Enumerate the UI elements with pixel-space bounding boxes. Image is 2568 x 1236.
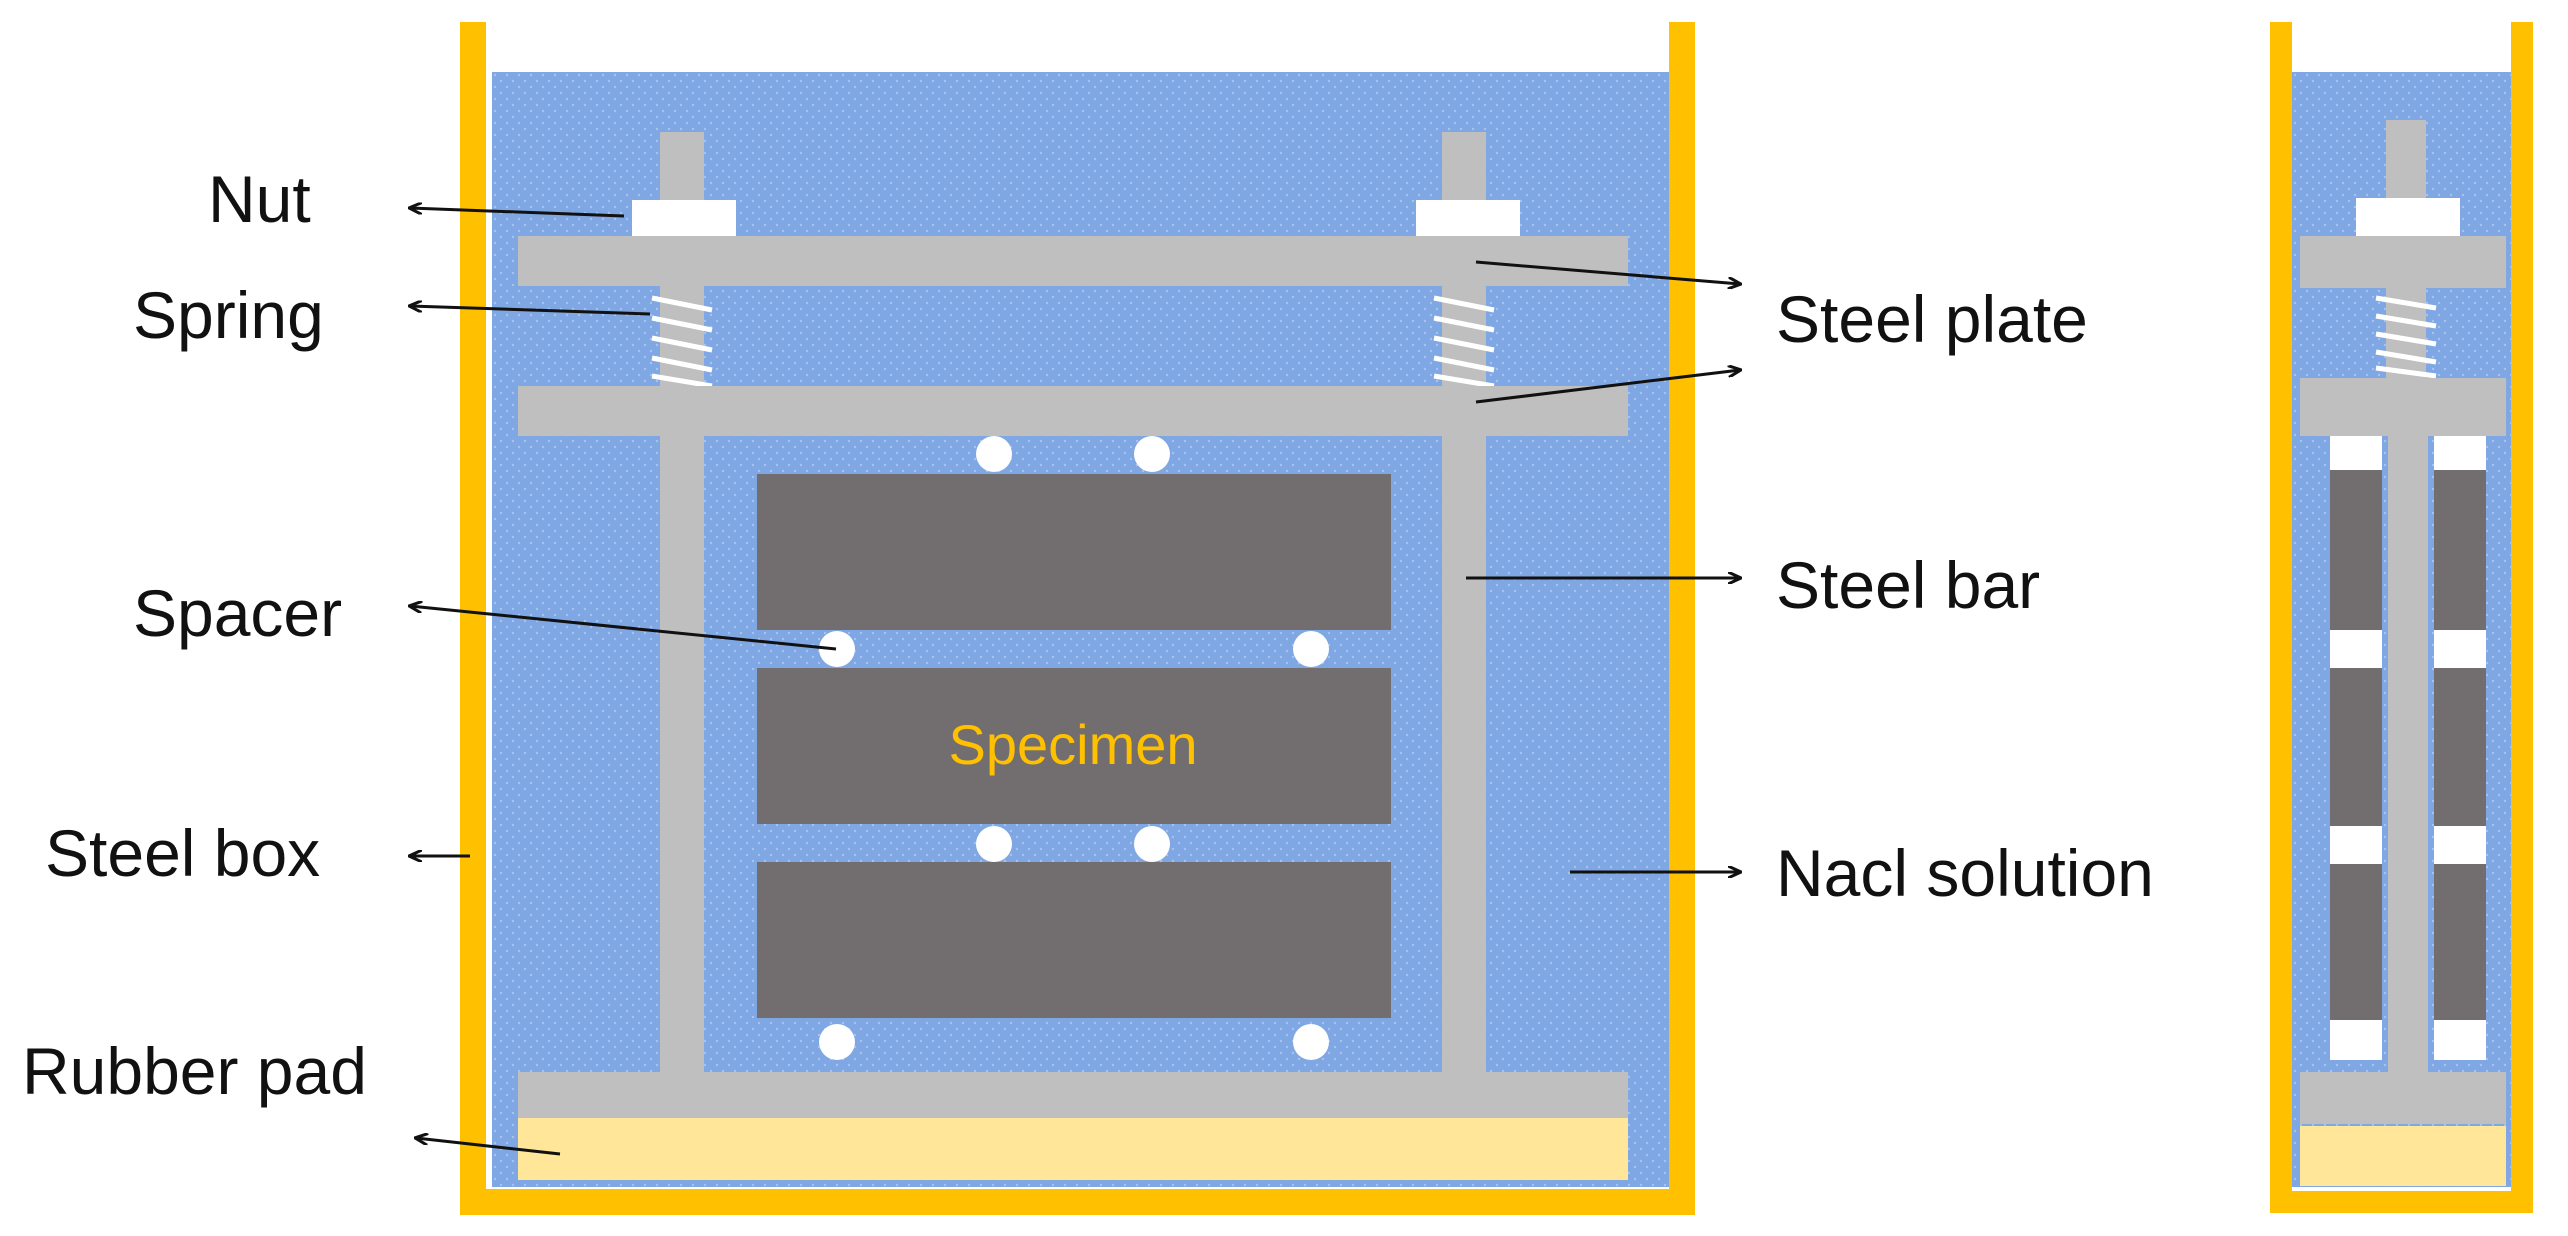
steel-plate-top (518, 236, 1628, 286)
spring-left (651, 295, 713, 389)
steel-bar-left (660, 436, 704, 1072)
side-view (2270, 22, 2533, 1213)
rubber-pad-side (2300, 1126, 2506, 1186)
spacer (1134, 826, 1170, 862)
nut-side (2356, 198, 2460, 236)
label-rubber-pad: Rubber pad (22, 1034, 367, 1108)
label-nacl-solution: Nacl solution (1776, 836, 2154, 910)
steel-bar-side (2388, 436, 2428, 1106)
steel-plate-middle-side (2300, 378, 2506, 436)
spacer (1293, 631, 1329, 667)
steel-bar-right (1442, 436, 1486, 1072)
specimen-label: Specimen (948, 713, 1197, 776)
steel-box-side (2270, 22, 2533, 1213)
rubber-pad (518, 1118, 1628, 1180)
front-view: Specimen (460, 22, 1695, 1215)
label-steel-box: Steel box (45, 816, 320, 890)
spring-right (1433, 295, 1495, 389)
specimen-bottom (757, 862, 1391, 1018)
spacer (1134, 436, 1170, 472)
label-spacer: Spacer (133, 576, 342, 650)
steel-plate-bottom-side (2300, 1072, 2506, 1124)
spacer (819, 1024, 855, 1060)
label-steel-bar: Steel bar (1776, 548, 2040, 622)
nut-left (632, 200, 736, 236)
steel-plate-top-side (2300, 236, 2506, 288)
label-nut: Nut (208, 162, 311, 236)
spacer (976, 436, 1012, 472)
nut-right (1416, 200, 1520, 236)
specimen-top (757, 474, 1391, 630)
label-spring: Spring (133, 278, 324, 352)
spacer (976, 826, 1012, 862)
spring-side (2375, 295, 2437, 379)
specimen-middle (757, 668, 1391, 824)
label-steel-plate: Steel plate (1776, 282, 2088, 356)
steel-plate-bottom (518, 1072, 1628, 1118)
annotations: Nut Spring Spacer Steel box Rubber pad S… (22, 162, 2154, 1156)
spacer (1293, 1024, 1329, 1060)
spacer (819, 631, 855, 667)
spacers (819, 436, 1329, 1060)
steel-plate-middle (518, 386, 1628, 436)
